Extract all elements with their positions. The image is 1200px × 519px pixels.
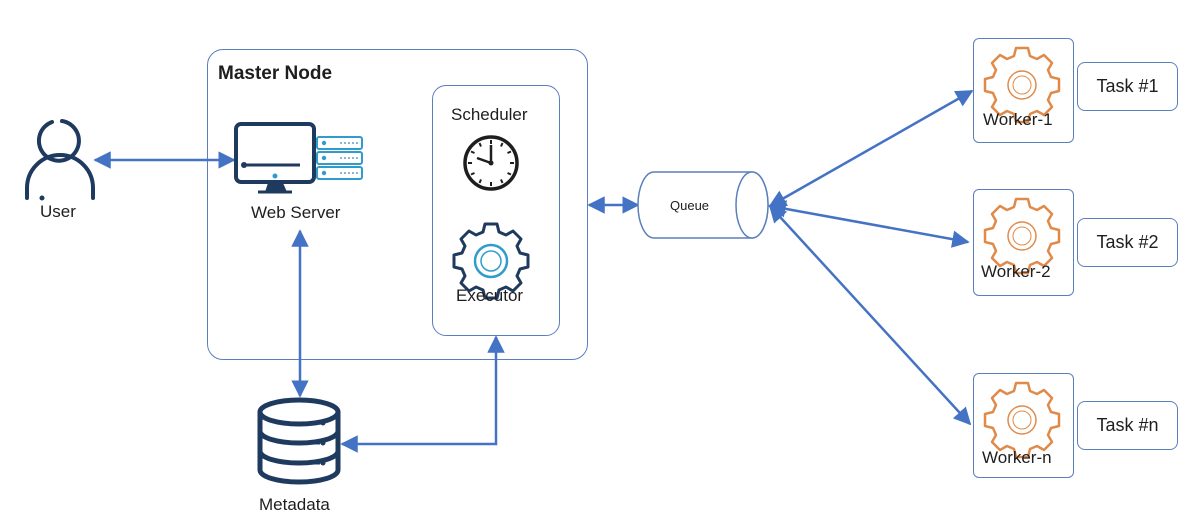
worker-n-gear-icon <box>983 381 1061 459</box>
task-2-box: Task #2 <box>1077 218 1178 267</box>
user-icon <box>25 119 95 201</box>
web-server-label: Web Server <box>251 203 341 222</box>
clock-icon <box>463 135 519 191</box>
worker-1-gear-icon <box>983 46 1061 124</box>
worker-n-label: Worker-n <box>982 448 1052 467</box>
user-label: User <box>40 202 76 221</box>
executor-label: Executor <box>456 286 524 305</box>
worker-2-label: Worker-2 <box>981 262 1051 281</box>
connector-queue-worker-n <box>768 204 972 426</box>
queue-label: Queue <box>670 198 710 213</box>
web-server-icon <box>234 122 363 194</box>
task-1-box: Task #1 <box>1077 62 1178 111</box>
metadata-label: Metadata <box>259 495 330 514</box>
master-node-title: Master Node <box>218 63 333 84</box>
scheduler-executor-box <box>432 85 560 336</box>
database-icon <box>257 397 341 485</box>
connector-queue-worker-1 <box>768 89 974 208</box>
worker-1-label: Worker-1 <box>983 110 1053 129</box>
task-n-box: Task #n <box>1077 401 1178 450</box>
queue-cylinder <box>637 171 769 239</box>
executor-gear-icon <box>452 222 530 300</box>
scheduler-label: Scheduler <box>451 105 528 124</box>
connector-executor-metadata <box>340 335 505 453</box>
task-2-label: Task #2 <box>1096 232 1159 252</box>
worker-2-gear-icon <box>983 197 1061 275</box>
task-1-label: Task #1 <box>1096 76 1159 96</box>
task-n-label: Task #n <box>1096 415 1159 435</box>
